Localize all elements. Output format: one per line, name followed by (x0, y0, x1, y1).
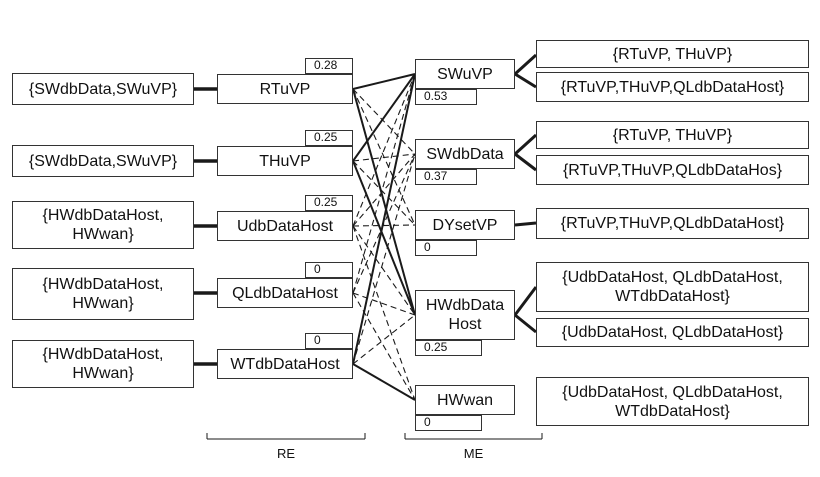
me-node-hwdbdatahost: HWdbData Host (415, 290, 515, 340)
left-set-box: {HWdbDataHost, HWwan} (12, 340, 194, 388)
group-label-me: ME (463, 446, 484, 461)
group-label-re: RE (276, 446, 296, 461)
me-node-swdbdata: SWdbData (415, 139, 515, 169)
me-node-hwwan-value: 0 (415, 415, 482, 431)
right-set-box: {RTuVP,THuVP,QLdbDataHost} (536, 72, 809, 102)
dashed-link (352, 153, 416, 294)
output-connector (513, 53, 538, 76)
dashed-link (352, 225, 416, 401)
left-set-box: {SWdbData,SWuVP} (12, 145, 194, 177)
solid-link (352, 88, 416, 316)
output-connector (514, 221, 537, 227)
me-node-swdbdata-value: 0.37 (415, 169, 477, 185)
dashed-link (352, 292, 416, 316)
re-node-thuvp: THuVP (217, 146, 353, 176)
dashed-link (352, 73, 416, 294)
me-node-hwwan: HWwan (415, 385, 515, 415)
output-connector (513, 286, 538, 316)
dashed-link (352, 225, 416, 316)
right-set-box: {RTuVP, THuVP} (536, 121, 809, 149)
re-node-udbdatahost: UdbDataHost (217, 211, 353, 241)
re-node-thuvp-value: 0.25 (305, 130, 353, 146)
dashed-link (352, 88, 416, 155)
re-node-qldbdatahost-value: 0 (305, 262, 353, 278)
re-node-qldbdatahost: QLdbDataHost (217, 278, 353, 308)
left-set-box: {SWdbData,SWuVP} (12, 73, 194, 105)
right-set-box: {RTuVP, THuVP} (536, 40, 809, 68)
dashed-link (352, 224, 416, 227)
re-node-udbdatahost-value: 0.25 (305, 195, 353, 211)
re-node-rtuvp-value: 0.28 (305, 58, 353, 74)
me-node-dysetvp-value: 0 (415, 240, 477, 256)
dashed-link (352, 153, 416, 227)
solid-link (352, 73, 416, 162)
right-set-box: {RTuVP,THuVP,QLdbDataHost} (536, 208, 809, 239)
right-set-box: {UdbDataHost, QLdbDataHost} (536, 318, 809, 347)
re-node-wtdbdatahost-value: 0 (305, 333, 353, 349)
left-set-box: {HWdbDataHost, HWwan} (12, 268, 194, 320)
left-set-box: {HWdbDataHost, HWwan} (12, 201, 194, 249)
output-connector (514, 152, 537, 172)
solid-link (352, 160, 416, 316)
output-connector (513, 133, 538, 156)
re-node-rtuvp: RTuVP (217, 74, 353, 104)
me-node-hwdbdatahost-value: 0.25 (415, 340, 482, 356)
dashed-link (352, 160, 416, 226)
dashed-link (352, 292, 416, 401)
solid-link (352, 363, 416, 401)
output-connector (514, 72, 537, 89)
dashed-link (352, 314, 416, 365)
solid-link (352, 73, 416, 90)
output-connector (514, 313, 537, 334)
solid-link (352, 73, 416, 365)
me-node-dysetvp: DYsetVP (415, 210, 515, 240)
dashed-link (352, 153, 416, 162)
right-set-box: {UdbDataHost, QLdbDataHost, WTdbDataHost… (536, 377, 809, 426)
me-node-swuvp-value: 0.53 (415, 89, 477, 105)
right-set-box: {UdbDataHost, QLdbDataHost, WTdbDataHost… (536, 262, 809, 312)
dashed-link (352, 73, 416, 227)
me-node-swuvp: SWuVP (415, 59, 515, 89)
re-node-wtdbdatahost: WTdbDataHost (217, 349, 353, 379)
right-set-box: {RTuVP,THuVP,QLdbDataHos} (536, 155, 809, 185)
dashed-link (352, 153, 416, 365)
